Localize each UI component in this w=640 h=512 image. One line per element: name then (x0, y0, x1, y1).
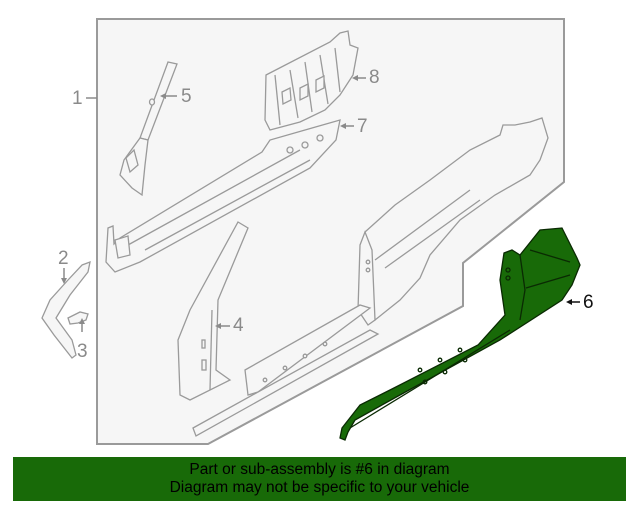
callout-6: 6 (583, 292, 594, 313)
callout-1: 1 (72, 88, 83, 109)
part-5-upper-pillar[interactable] (119, 61, 178, 197)
part-4-pillar[interactable] (177, 221, 249, 401)
banner-line-disclaimer: Diagram may not be specific to your vehi… (169, 479, 470, 496)
info-banner: Part or sub-assembly is #6 in diagram Di… (13, 457, 626, 501)
callout-2: 2 (58, 248, 69, 269)
part-2-reinforcement[interactable] (41, 260, 91, 359)
part-6-rocker-panel-highlighted[interactable] (339, 227, 581, 441)
part-8-inner-panel[interactable] (264, 30, 366, 131)
callout-3: 3 (77, 341, 88, 362)
callout-5: 5 (181, 86, 192, 107)
part-3-bracket[interactable] (67, 311, 89, 332)
callout-4: 4 (233, 315, 244, 336)
parts-diagram (41, 18, 581, 445)
callout-7: 7 (357, 116, 368, 137)
inner-sill (192, 304, 380, 437)
banner-line-part: Part or sub-assembly is #6 in diagram (189, 461, 450, 478)
part-7-inner-rocker[interactable] (105, 119, 354, 273)
callout-8: 8 (369, 67, 380, 88)
quarter-panel[interactable] (357, 117, 549, 326)
